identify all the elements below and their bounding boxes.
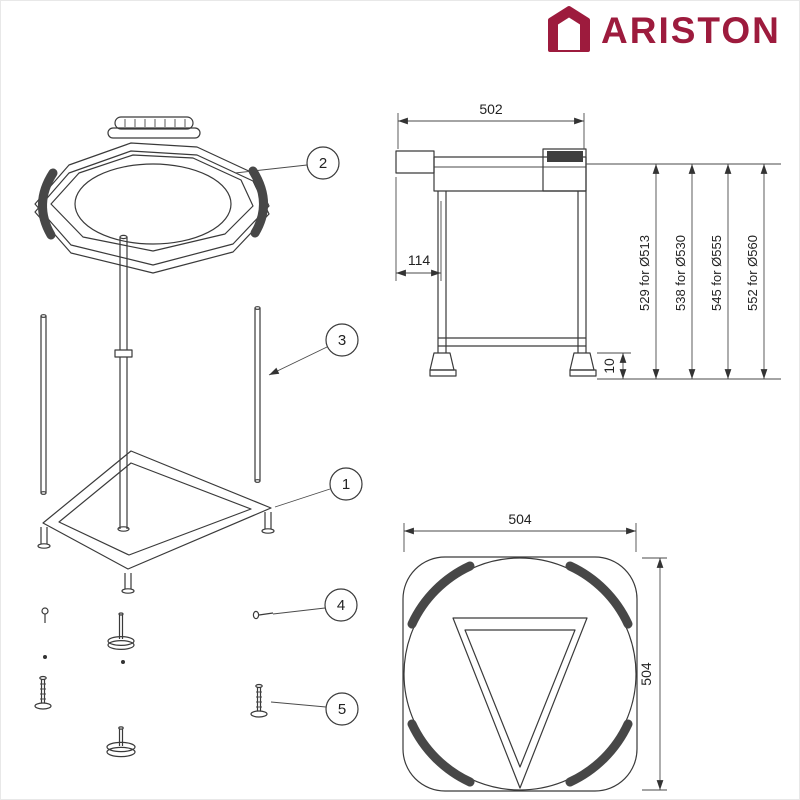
dim-502: 502 (397, 101, 585, 149)
front-view: 502 114 10 529 for Ø513 538 for Ø530 545… (395, 101, 781, 380)
callout-1-number: 1 (342, 476, 350, 493)
ariston-house-icon (548, 6, 590, 52)
callout-2: 2 (234, 146, 340, 180)
front-brace (438, 337, 586, 347)
dim-height-1: 529 for Ø513 (637, 235, 652, 311)
callout-3-number: 3 (338, 332, 346, 349)
callout-3: 3 (268, 323, 359, 376)
dim-504-top: 504 (403, 511, 637, 552)
ring-clamp-right (248, 166, 268, 238)
pad-nw (407, 561, 475, 629)
foot-disc-bottom (106, 726, 136, 758)
support-rod-left (40, 314, 47, 495)
small-part-dot-left (43, 655, 47, 659)
small-part-dot-mid (121, 660, 125, 664)
exploded-view: 2 3 1 4 5 (34, 116, 363, 758)
front-top-band (433, 156, 587, 192)
front-foot-left (429, 352, 455, 371)
screw-left (41, 607, 49, 623)
pad-ne (565, 561, 633, 629)
dim-114-label: 114 (408, 252, 431, 268)
callout-4: 4 (272, 588, 358, 622)
callout-1: 1 (274, 467, 363, 508)
front-left-bracket (395, 150, 435, 174)
brand-text: ARISTON (601, 10, 781, 51)
ring-clamp-left (38, 168, 58, 240)
dim-10: 10 (597, 352, 631, 379)
dim-504-right: 504 (638, 557, 667, 791)
centre-pole (114, 234, 133, 532)
dim-height-3: 545 for Ø555 (709, 235, 724, 311)
triangle-inner (464, 629, 576, 768)
top-view: 504 504 (402, 511, 667, 792)
front-leg-left (437, 191, 447, 353)
pad-se (565, 719, 633, 787)
dim-height-4: 552 for Ø560 (745, 235, 760, 311)
dim-504-right-label: 504 (638, 662, 654, 686)
tank-circle (403, 557, 637, 791)
pad-sw (407, 719, 475, 787)
bolt-left (34, 675, 52, 710)
bolt-right (250, 683, 268, 718)
ariston-logo: ARISTON (548, 6, 781, 52)
top-view-frame (402, 556, 638, 792)
dim-heights: 529 for Ø513 538 for Ø530 545 for Ø555 5… (637, 164, 768, 379)
support-rod-right (254, 306, 261, 483)
base-frame (37, 450, 275, 594)
triangle-outer (452, 617, 588, 789)
dim-height-2: 538 for Ø530 (673, 235, 688, 311)
callout-5-number: 5 (338, 701, 346, 718)
screw-right (252, 610, 274, 620)
dim-504-top-label: 504 (508, 511, 532, 527)
callout-2-number: 2 (319, 155, 327, 172)
adjustable-foot-mid (107, 612, 135, 650)
front-right-clamp (542, 148, 587, 192)
ring-assembly (34, 116, 270, 274)
front-foot-right (569, 352, 595, 371)
callout-4-number: 4 (337, 597, 345, 614)
dim-114: 114 (395, 177, 442, 281)
front-leg-right (577, 191, 587, 353)
dim-502-label: 502 (479, 101, 503, 117)
dim-10-label: 10 (601, 358, 617, 374)
callout-5: 5 (270, 692, 359, 726)
